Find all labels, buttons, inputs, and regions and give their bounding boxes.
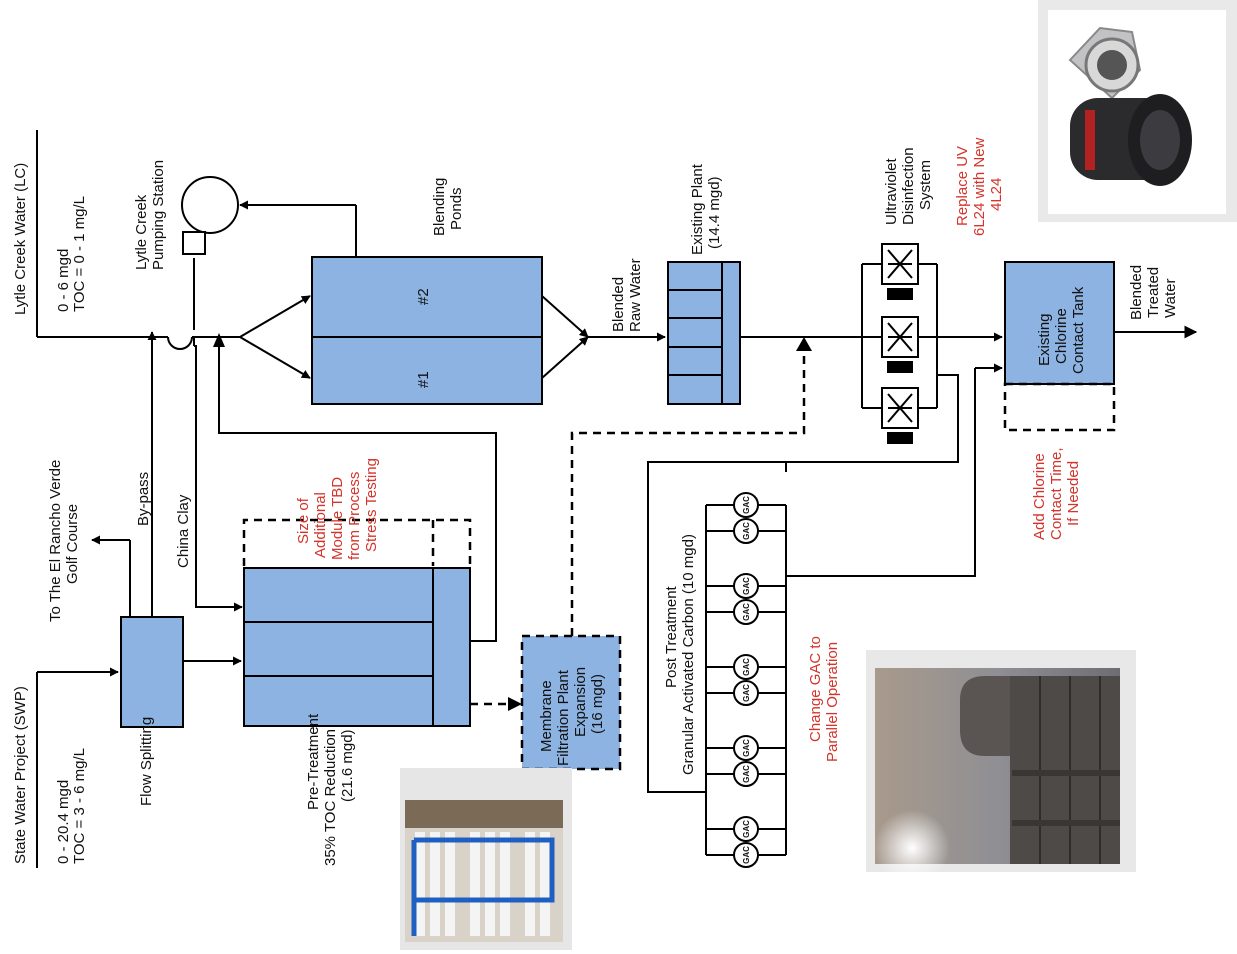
state-water-flow: 0 - 20.4 mgd	[55, 780, 72, 864]
size-module-note-3: Module TBD	[329, 477, 346, 560]
gac-label: GAC	[742, 820, 751, 838]
blending-ponds: #2 #1 Blending Ponds	[312, 178, 542, 404]
gac-vessel-8: GAC	[706, 762, 786, 786]
replace-uv-note-3: 4L24	[988, 178, 1005, 211]
uv-reactor-2	[862, 317, 937, 373]
gac-array: GAC GAC GAC GAC GAC GAC GAC GAC GAC GAC	[706, 493, 786, 867]
post-treatment-label-2: Granular Activated Carbon (10 mgd)	[680, 534, 697, 775]
gac-vessel-10: GAC	[706, 843, 786, 867]
gac-vessel-9: GAC	[706, 817, 786, 841]
bypass-label: By-pass	[135, 472, 152, 526]
flow-splitting: Flow Splitting	[121, 617, 183, 806]
pumping-station-label-1: Lytle Creek	[133, 194, 150, 270]
membrane-label-3: Expansion	[572, 667, 589, 737]
additional-contact-time-outline	[1005, 384, 1114, 430]
gac-vessel-6: GAC	[706, 681, 786, 705]
golf-course-label-1: To The El Rancho Verde	[47, 460, 64, 622]
golf-course-label-2: Golf Course	[64, 504, 81, 584]
size-module-note-4: from Process	[346, 472, 363, 560]
uv-label-1: Ultraviolet	[883, 157, 900, 225]
gac-vessel-3: GAC	[706, 574, 786, 598]
pumping-station: Lytle Creek Pumping Station	[133, 160, 238, 270]
gac-label: GAC	[742, 684, 751, 702]
blending-ponds-label-1: Blending	[431, 178, 448, 236]
uv-reactor-photo	[1038, 0, 1237, 222]
gac-label: GAC	[742, 603, 751, 621]
uv-label-2: Disinfection	[900, 147, 917, 225]
chlorine-tank-label-3: Contact Tank	[1070, 286, 1087, 374]
blended-treated-label-1: Blended	[1128, 265, 1145, 320]
gac-label: GAC	[742, 577, 751, 595]
pumping-station-label-2: Pumping Station	[150, 160, 167, 270]
gac-label: GAC	[742, 846, 751, 864]
gac-vessel-5: GAC	[706, 655, 786, 679]
lytle-creek-flow: 0 - 6 mgd	[55, 249, 72, 312]
size-module-note-1: Size of	[295, 497, 312, 544]
pond-1-label: #1	[415, 371, 432, 388]
membrane-label-4: (16 mgd)	[589, 674, 606, 734]
add-chlorine-note-1: Add Chlorine	[1031, 453, 1048, 540]
blended-raw-label-1: Blended	[610, 277, 627, 332]
size-module-note-2: Additional	[312, 492, 329, 558]
existing-plant-label-1: Existing Plant	[689, 163, 706, 255]
post-treatment-label-1: Post Treatment	[663, 585, 680, 688]
uv-reactor-1	[862, 244, 937, 300]
membrane-rack-photo	[400, 768, 572, 950]
lytle-creek-label: Lytle Creek Water (LC)	[12, 163, 29, 315]
blended-treated-label-2: Treated	[1145, 267, 1162, 318]
gac-label: GAC	[742, 658, 751, 676]
existing-plant: Existing Plant (14.4 mgd)	[668, 163, 740, 404]
gac-label: GAC	[742, 496, 751, 514]
pond-2-label: #2	[415, 288, 432, 305]
blended-treated-label-3: Water	[1162, 279, 1179, 318]
state-water-source: State Water Project (SWP) 0 - 20.4 mgd T…	[12, 672, 88, 868]
membrane-label-1: Membrane	[538, 680, 555, 752]
gac-vessel-4: GAC	[706, 600, 786, 624]
change-gac-note-2: Parallel Operation	[824, 642, 841, 762]
uv-system: Ultraviolet Disinfection System	[862, 147, 937, 444]
gac-vessels-photo	[866, 650, 1136, 886]
state-water-label: State Water Project (SWP)	[12, 686, 29, 864]
add-chlorine-note-3: If Needed	[1065, 461, 1082, 526]
membrane-label-2: Filtration Plant	[555, 669, 572, 766]
add-chlorine-note-2: Contact Time,	[1048, 447, 1065, 540]
replace-uv-note-1: Replace UV	[954, 146, 971, 226]
gac-label: GAC	[742, 765, 751, 783]
gac-vessel-2: GAC	[706, 519, 786, 543]
gac-vessel-7: GAC	[706, 736, 786, 760]
gac-vessel-1: GAC	[706, 493, 786, 517]
pretreatment-label-2: 35% TOC Reduction	[322, 729, 339, 866]
china-clay-label: China Clay	[175, 494, 192, 568]
pretreatment-label-3: (21.6 mgd)	[339, 729, 356, 802]
chlorine-tank-label-2: Chlorine	[1053, 308, 1070, 364]
replace-uv-note-2: 6L24 with New	[971, 137, 988, 236]
gac-label: GAC	[742, 522, 751, 540]
blended-raw-label-2: Raw Water	[627, 258, 644, 332]
pretreatment-label-1: Pre-Treatment	[305, 713, 322, 810]
flow-splitting-label: Flow Splitting	[138, 717, 155, 806]
lytle-creek-source: Lytle Creek Water (LC) 0 - 6 mgd TOC = 0…	[12, 130, 88, 337]
uv-reactor-3	[862, 388, 937, 444]
lytle-creek-toc: TOC = 0 - 1 mg/L	[71, 196, 88, 312]
uv-label-3: System	[917, 160, 934, 210]
chlorine-contact-tank: Existing Chlorine Contact Tank	[1005, 262, 1114, 384]
blending-ponds-label-2: Ponds	[448, 187, 465, 230]
chlorine-tank-label-1: Existing	[1036, 313, 1053, 366]
existing-plant-label-2: (14.4 mgd)	[706, 176, 723, 249]
change-gac-note-1: Change GAC to	[807, 636, 824, 742]
size-module-note-5: Stress Testing	[363, 458, 380, 552]
state-water-toc: TOC = 3 - 6 mg/L	[71, 748, 88, 864]
gac-label: GAC	[742, 739, 751, 757]
membrane-filtration-expansion: Membrane Filtration Plant Expansion (16 …	[522, 636, 620, 769]
